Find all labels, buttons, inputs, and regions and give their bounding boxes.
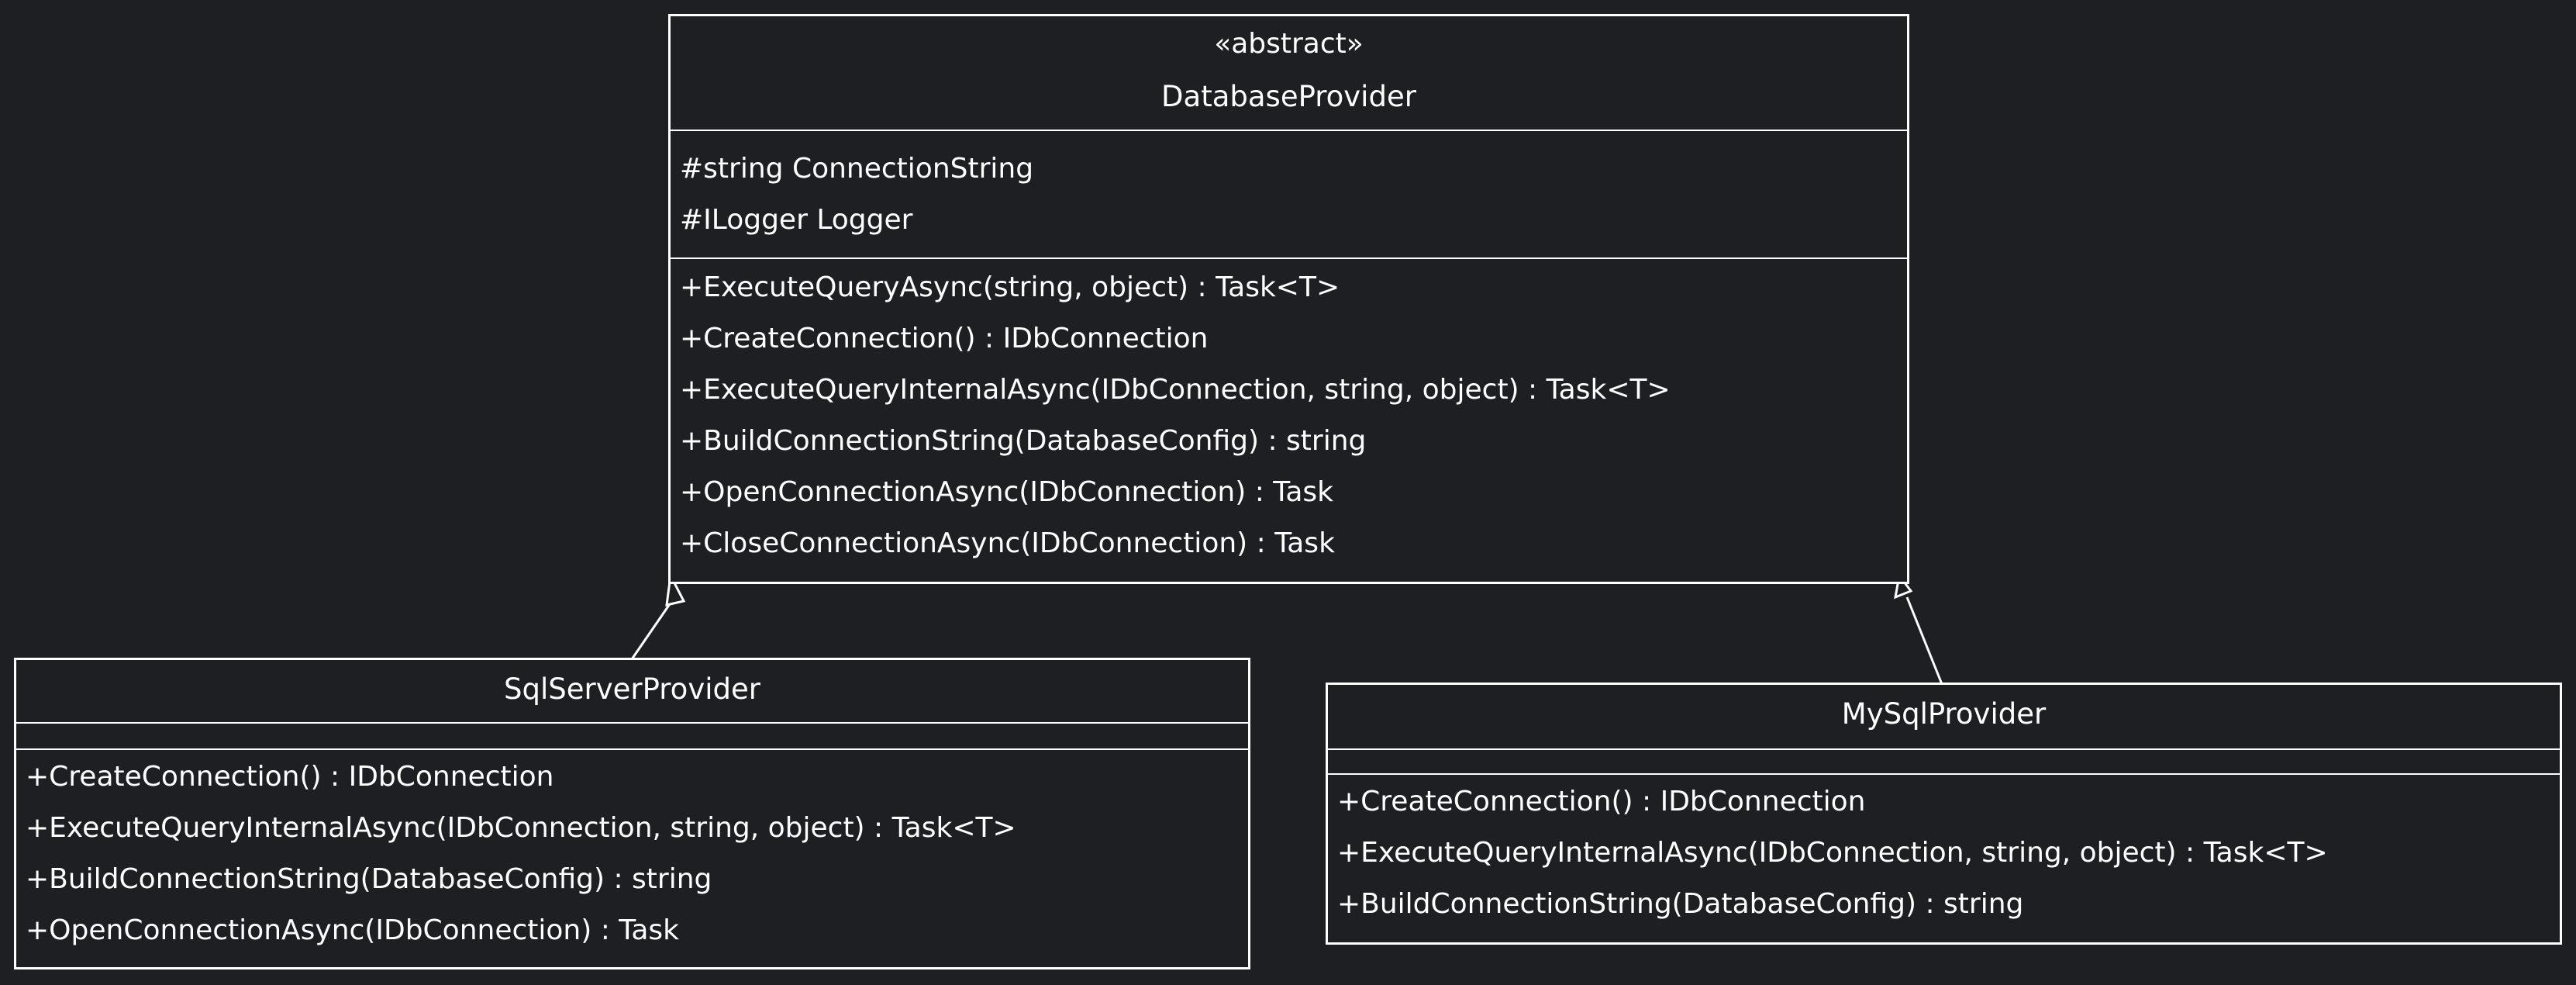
method: +CreateConnection() : IDbConnection — [1337, 786, 1866, 817]
sqlserver-inherits-database-edge — [630, 572, 686, 660]
mysql-provider-class: MySqlProvider +CreateConnection() : IDbC… — [1326, 683, 2562, 945]
method: +CloseConnectionAsync(IDbConnection) : T… — [680, 527, 1335, 559]
methods-section: +CreateConnection() : IDbConnection +Exe… — [1328, 773, 2560, 930]
method: +CreateConnection() : IDbConnection — [26, 761, 554, 793]
method: +BuildConnectionString(DatabaseConfig) :… — [26, 863, 712, 895]
attribute: #ILogger Logger — [680, 204, 913, 236]
database-provider-class: «abstract» DatabaseProvider #string Conn… — [668, 14, 1909, 584]
method: +CreateConnection() : IDbConnection — [680, 323, 1209, 354]
attributes-section — [16, 722, 1248, 748]
class-header: «abstract» DatabaseProvider — [671, 16, 1907, 130]
method: +ExecuteQueryInternalAsync(IDbConnection… — [680, 374, 1671, 406]
method: +OpenConnectionAsync(IDbConnection) : Ta… — [26, 914, 679, 946]
method: +BuildConnectionString(DatabaseConfig) :… — [1337, 888, 2024, 920]
attributes-section: #string ConnectionString #ILogger Logger — [671, 130, 1907, 257]
class-name: DatabaseProvider — [1161, 80, 1416, 113]
mysql-inherits-database-edge — [1894, 572, 1943, 685]
method: +ExecuteQueryInternalAsync(IDbConnection… — [26, 812, 1016, 844]
class-stereotype: «abstract» — [1214, 28, 1364, 60]
class-header: SqlServerProvider — [16, 660, 1248, 722]
class-name: MySqlProvider — [1841, 697, 2047, 731]
method: +OpenConnectionAsync(IDbConnection) : Ta… — [680, 476, 1333, 508]
class-header: MySqlProvider — [1328, 685, 2560, 748]
attribute: #string ConnectionString — [680, 153, 1034, 185]
sql-server-provider-class: SqlServerProvider +CreateConnection() : … — [14, 658, 1250, 969]
method: +ExecuteQueryInternalAsync(IDbConnection… — [1337, 837, 2328, 869]
methods-section: +CreateConnection() : IDbConnection +Exe… — [16, 748, 1248, 956]
methods-section: +ExecuteQueryAsync(string, object) : Tas… — [671, 257, 1907, 569]
class-name: SqlServerProvider — [504, 672, 760, 706]
method: +ExecuteQueryAsync(string, object) : Tas… — [680, 271, 1340, 303]
method: +BuildConnectionString(DatabaseConfig) :… — [680, 425, 1367, 457]
attributes-section — [1328, 748, 2560, 773]
